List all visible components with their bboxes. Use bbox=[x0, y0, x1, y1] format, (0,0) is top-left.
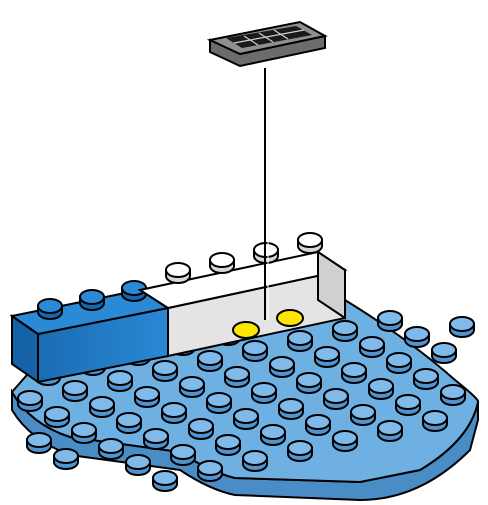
plate-stud bbox=[333, 431, 357, 451]
plate-stud bbox=[198, 461, 222, 481]
plate-stud bbox=[216, 435, 240, 455]
gray-tile-part bbox=[210, 22, 325, 66]
plate-stud bbox=[441, 385, 465, 405]
plate-stud bbox=[27, 433, 51, 453]
plate-stud bbox=[378, 421, 402, 441]
plate-stud bbox=[225, 367, 249, 387]
plate-stud bbox=[18, 391, 42, 411]
plate-stud bbox=[234, 409, 258, 429]
plate-stud bbox=[207, 393, 231, 413]
plate-stud bbox=[198, 351, 222, 371]
plate-stud bbox=[99, 439, 123, 459]
blue-brick-stud bbox=[38, 299, 62, 319]
plate-stud bbox=[261, 425, 285, 445]
plate-stud bbox=[162, 403, 186, 423]
plate-stud bbox=[423, 411, 447, 431]
plate-stud bbox=[369, 379, 393, 399]
plate-stud bbox=[90, 397, 114, 417]
plate-stud bbox=[108, 371, 132, 391]
plate-stud bbox=[189, 419, 213, 439]
plate-stud bbox=[387, 353, 411, 373]
plate-stud bbox=[297, 373, 321, 393]
plate-stud bbox=[279, 399, 303, 419]
plate-stud bbox=[405, 327, 429, 347]
plate-stud bbox=[144, 429, 168, 449]
plate-stud bbox=[180, 377, 204, 397]
plate-stud bbox=[243, 341, 267, 361]
plate-stud bbox=[315, 347, 339, 367]
white-brick-stud bbox=[166, 263, 190, 283]
plate-stud bbox=[72, 423, 96, 443]
blue-brick-stud bbox=[80, 290, 104, 310]
plate-stud bbox=[288, 441, 312, 461]
plate-stud bbox=[45, 407, 69, 427]
plate-stud bbox=[153, 471, 177, 491]
plate-stud bbox=[54, 449, 78, 469]
plate-stud bbox=[324, 389, 348, 409]
plate-stud bbox=[153, 361, 177, 381]
plate-stud bbox=[243, 451, 267, 471]
plate-stud bbox=[306, 415, 330, 435]
plate-stud bbox=[288, 331, 312, 351]
plate-stud bbox=[396, 395, 420, 415]
plate-stud bbox=[171, 445, 195, 465]
plate-stud bbox=[270, 357, 294, 377]
plate-stud bbox=[63, 381, 87, 401]
plate-stud bbox=[117, 413, 141, 433]
plate-stud bbox=[333, 321, 357, 341]
plate-stud bbox=[351, 405, 375, 425]
plate-stud bbox=[135, 387, 159, 407]
plate-stud bbox=[378, 311, 402, 331]
white-brick-stud bbox=[210, 253, 234, 273]
plate-stud bbox=[126, 455, 150, 475]
plate-stud bbox=[414, 369, 438, 389]
plate-stud bbox=[252, 383, 276, 403]
plate-stud bbox=[432, 343, 456, 363]
white-brick-stud bbox=[298, 233, 322, 253]
plate-stud bbox=[342, 363, 366, 383]
plate-stud bbox=[360, 337, 384, 357]
plate-stud bbox=[450, 317, 474, 337]
